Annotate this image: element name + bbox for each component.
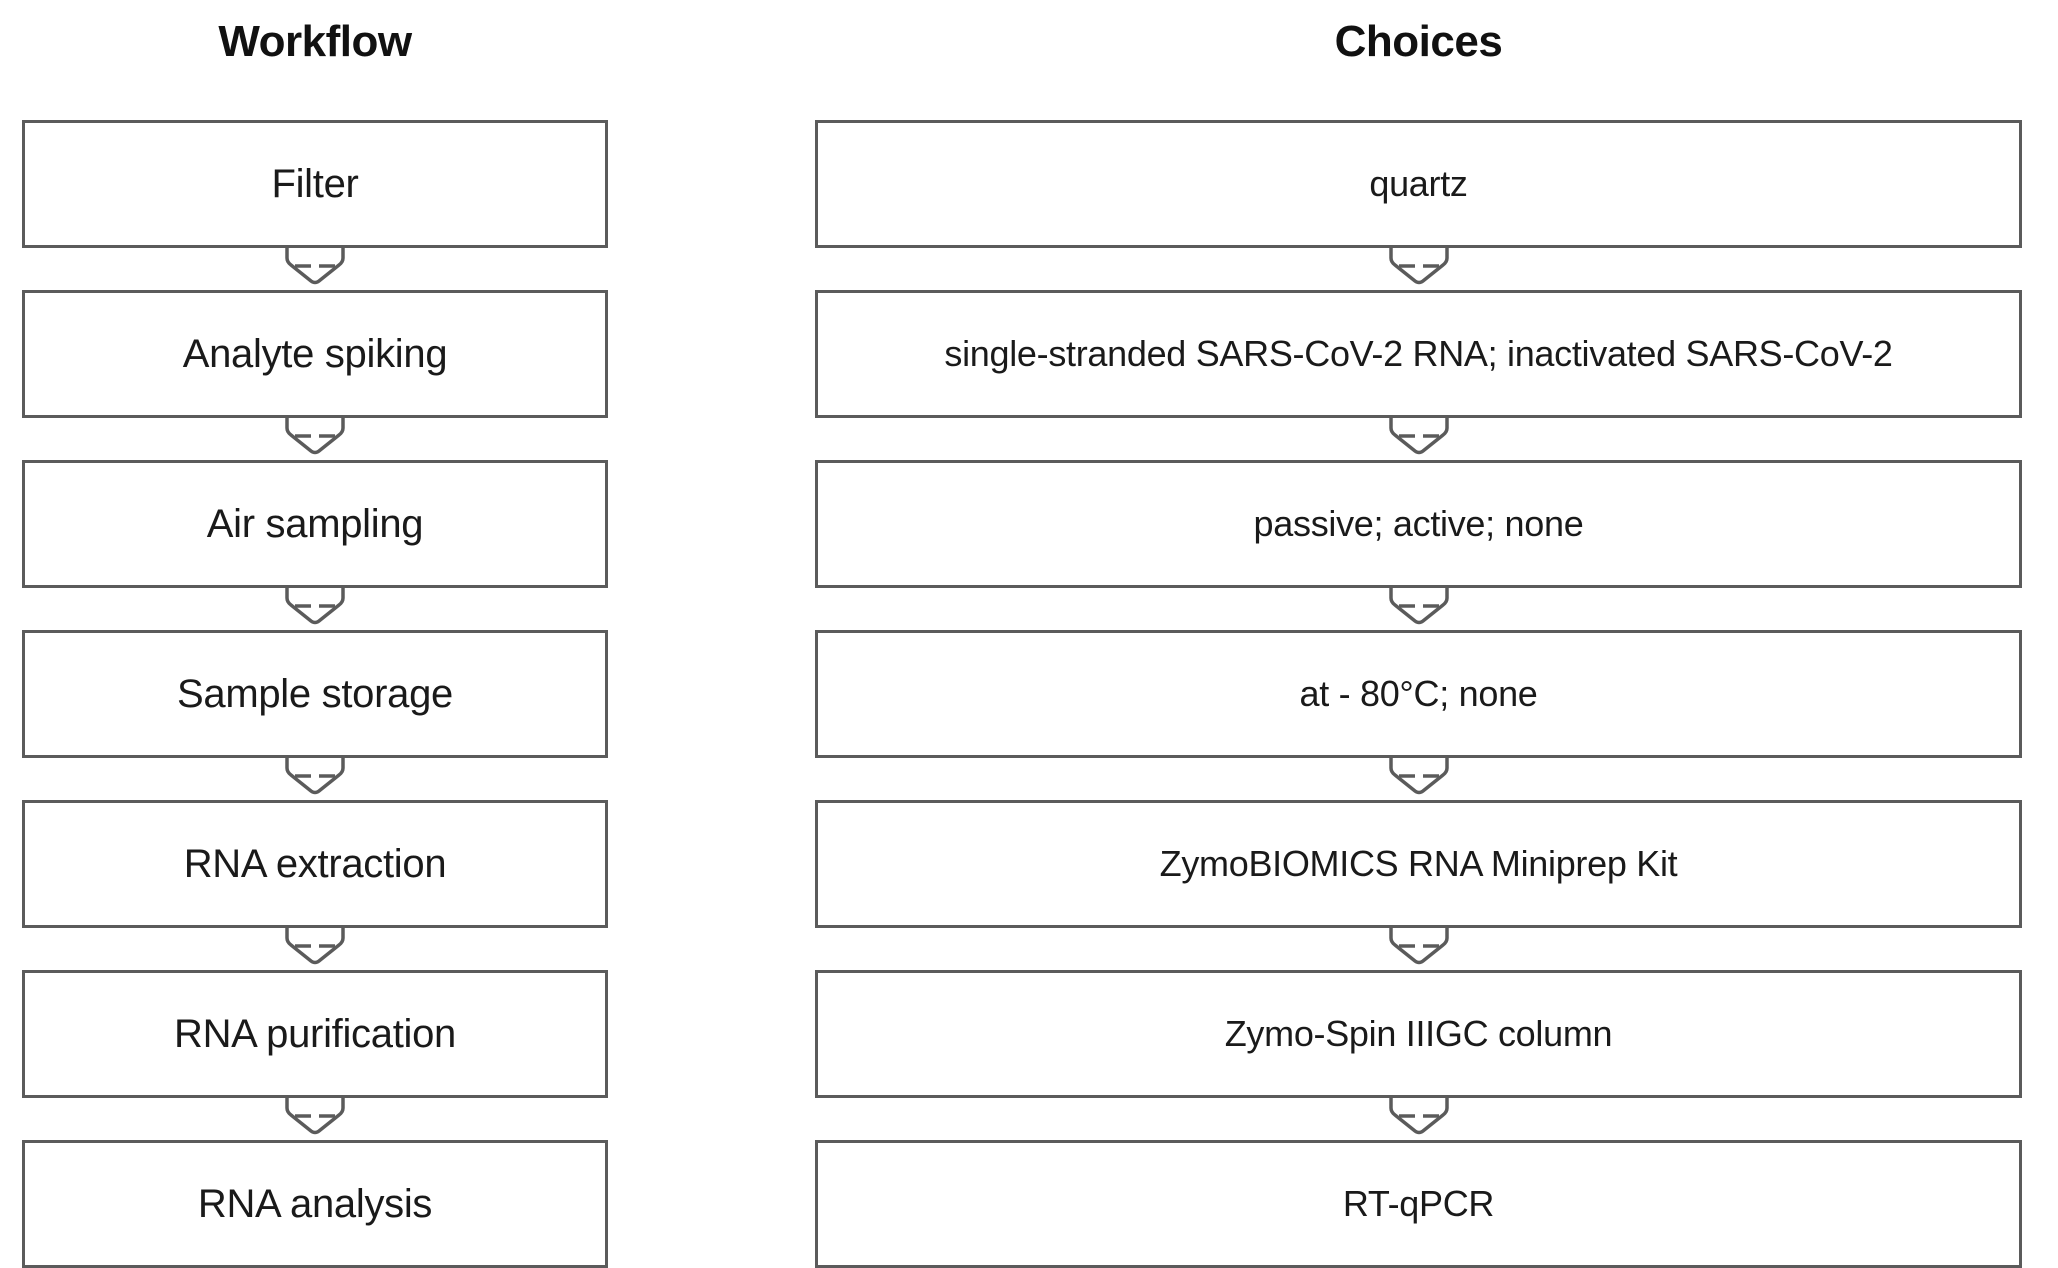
flow-step-box[interactable]: Sample storage bbox=[22, 630, 608, 758]
flow-step-row: Zymo-Spin IIIGC column bbox=[815, 970, 2022, 1098]
flow-step-row: RT-qPCR bbox=[815, 1140, 2022, 1268]
down-arrow-chevron-icon bbox=[22, 758, 608, 800]
down-arrow-chevron-icon bbox=[22, 248, 608, 290]
flow-step-row: single-stranded SARS-CoV-2 RNA; inactiva… bbox=[815, 290, 2022, 418]
flow-step-box[interactable]: RT-qPCR bbox=[815, 1140, 2022, 1268]
down-arrow-chevron-icon bbox=[815, 588, 2022, 630]
down-arrow-chevron-icon bbox=[22, 1098, 608, 1140]
flow-step-box[interactable]: ZymoBIOMICS RNA Miniprep Kit bbox=[815, 800, 2022, 928]
flow-step-label: RNA analysis bbox=[197, 1182, 433, 1226]
flow-step-label: passive; active; none bbox=[1253, 503, 1584, 544]
flow-step-box[interactable]: RNA purification bbox=[22, 970, 608, 1098]
flow-step-row: RNA extraction bbox=[22, 800, 608, 928]
flow-step-label: RNA purification bbox=[174, 1012, 456, 1056]
flow-step-box[interactable]: Air sampling bbox=[22, 460, 608, 588]
flow-step-box[interactable]: Analyte spiking bbox=[22, 290, 608, 418]
down-arrow-chevron-icon bbox=[22, 928, 608, 970]
flow-step-label: Zymo-Spin IIIGC column bbox=[1224, 1013, 1613, 1054]
flow-step-row: ZymoBIOMICS RNA Miniprep Kit bbox=[815, 800, 2022, 928]
flow-step-box[interactable]: passive; active; none bbox=[815, 460, 2022, 588]
down-arrow-chevron-icon bbox=[815, 928, 2022, 970]
flow-step-label: Sample storage bbox=[177, 672, 453, 716]
flow-step-box[interactable]: Filter bbox=[22, 120, 608, 248]
column-header-workflow: Workflow bbox=[218, 17, 412, 66]
flow-step-row: passive; active; none bbox=[815, 460, 2022, 588]
down-arrow-chevron-icon bbox=[22, 588, 608, 630]
flow-step-row: at - 80°C; none bbox=[815, 630, 2022, 758]
flow-step-row: RNA purification bbox=[22, 970, 608, 1098]
column-header-choices: Choices bbox=[1334, 17, 1503, 66]
flow-step-box[interactable]: RNA extraction bbox=[22, 800, 608, 928]
flow-step-row: Filter bbox=[22, 120, 608, 248]
flow-step-label: Air sampling bbox=[206, 502, 424, 546]
flow-step-label: quartz bbox=[1369, 163, 1468, 204]
flow-step-box[interactable]: RNA analysis bbox=[22, 1140, 608, 1268]
flow-step-label: Filter bbox=[271, 162, 359, 206]
choices-column: quartz single-stranded SARS-CoV-2 RNA; in… bbox=[815, 120, 2022, 1268]
flow-step-label: single-stranded SARS-CoV-2 RNA; inactiva… bbox=[944, 333, 1893, 374]
flow-step-box[interactable]: Zymo-Spin IIIGC column bbox=[815, 970, 2022, 1098]
down-arrow-chevron-icon bbox=[815, 1098, 2022, 1140]
flow-step-label: Analyte spiking bbox=[182, 332, 448, 376]
flow-step-box[interactable]: at - 80°C; none bbox=[815, 630, 2022, 758]
down-arrow-chevron-icon bbox=[815, 758, 2022, 800]
flow-step-box[interactable]: quartz bbox=[815, 120, 2022, 248]
flow-step-label: at - 80°C; none bbox=[1299, 673, 1538, 714]
flow-step-box[interactable]: single-stranded SARS-CoV-2 RNA; inactiva… bbox=[815, 290, 2022, 418]
down-arrow-chevron-icon bbox=[22, 418, 608, 460]
flow-step-row: Air sampling bbox=[22, 460, 608, 588]
flow-step-row: RNA analysis bbox=[22, 1140, 608, 1268]
down-arrow-chevron-icon bbox=[815, 248, 2022, 290]
down-arrow-chevron-icon bbox=[815, 418, 2022, 460]
flow-step-row: Analyte spiking bbox=[22, 290, 608, 418]
flow-step-label: RNA extraction bbox=[183, 842, 447, 886]
flow-step-label: ZymoBIOMICS RNA Miniprep Kit bbox=[1159, 843, 1678, 884]
flow-step-row: quartz bbox=[815, 120, 2022, 248]
flow-step-row: Sample storage bbox=[22, 630, 608, 758]
flow-step-label: RT-qPCR bbox=[1342, 1183, 1495, 1224]
